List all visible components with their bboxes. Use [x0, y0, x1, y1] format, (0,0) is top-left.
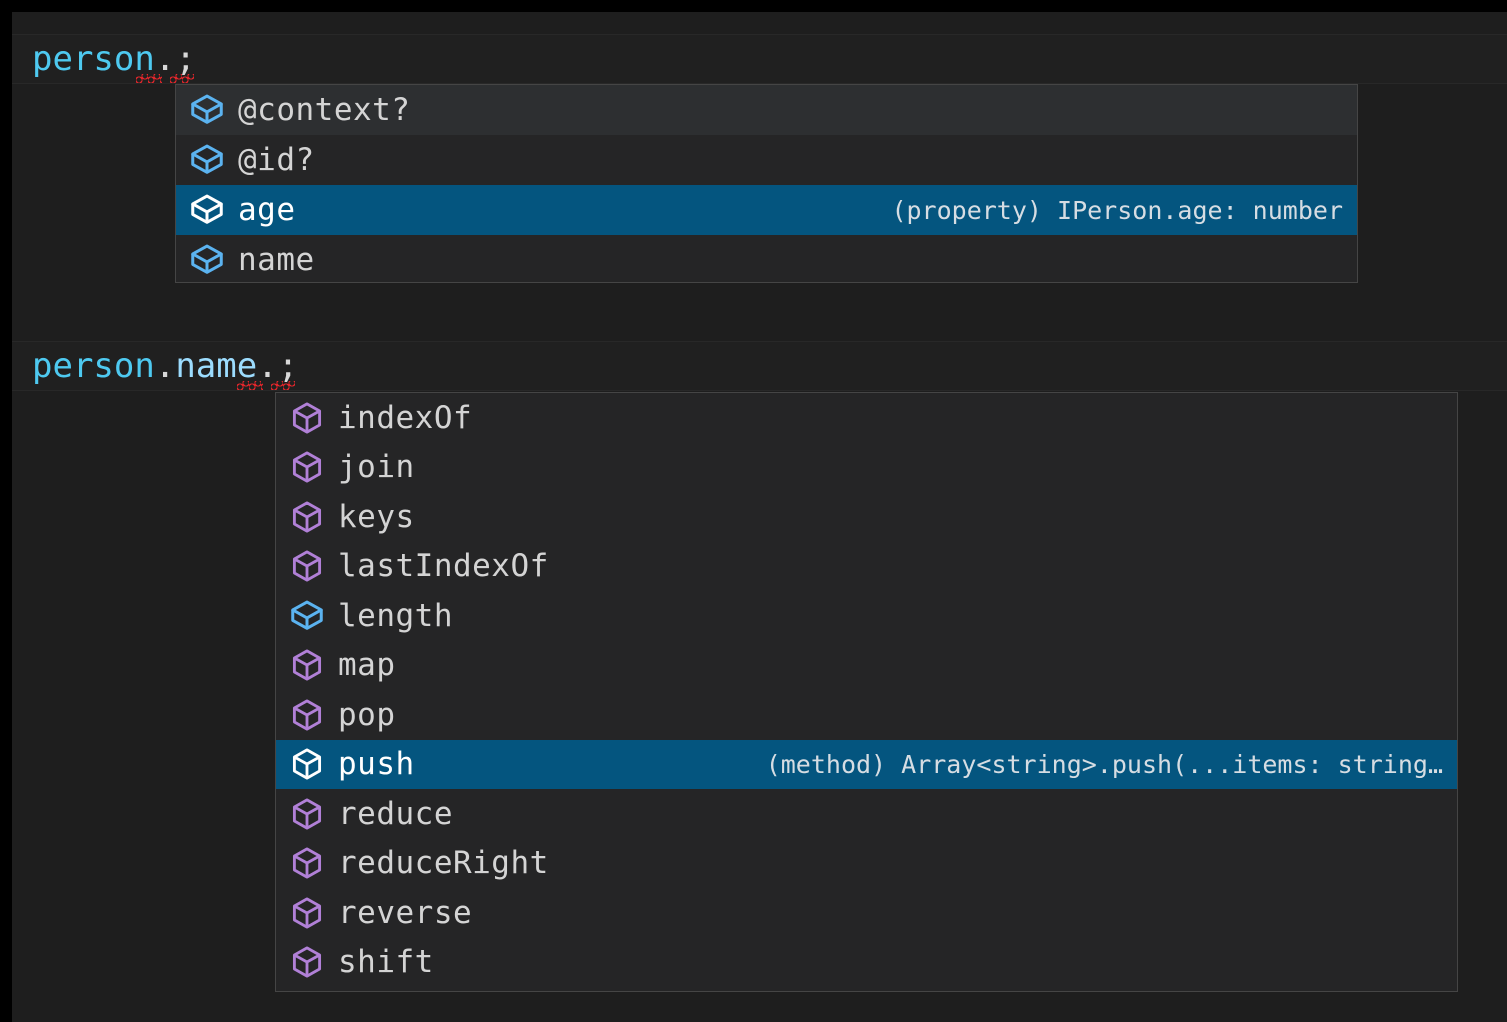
token-semicolon: ; — [277, 346, 299, 386]
token-dot-2: . — [257, 346, 278, 386]
suggestion-item-indexof[interactable]: indexOf — [276, 393, 1457, 443]
suggestion-item-length[interactable]: length — [276, 591, 1457, 641]
suggestion-detail-signature: (property) IPerson.age: number — [891, 195, 1343, 225]
suggestion-label: reduceRight — [338, 845, 549, 882]
method-cube-icon — [286, 496, 328, 538]
code-editor-canvas[interactable]: person . ; @context? — [12, 12, 1507, 1022]
suggestion-detail-signature: (method) Array<string>.push(...items: st… — [765, 749, 1443, 779]
property-cube-icon — [186, 239, 228, 281]
error-squiggle-line2-dot — [237, 381, 263, 390]
suggestion-label: name — [238, 242, 315, 278]
suggestion-item-lastindexof[interactable]: lastIndexOf — [276, 542, 1457, 592]
suggestion-item-id[interactable]: @id? — [176, 135, 1357, 185]
method-cube-icon — [286, 694, 328, 736]
method-cube-icon — [286, 941, 328, 983]
suggestion-item-context[interactable]: @context? — [176, 85, 1357, 135]
property-cube-icon — [186, 189, 228, 231]
method-suggestion-list[interactable]: indexOf join keys — [275, 392, 1458, 992]
suggestion-label: push — [338, 746, 415, 783]
suggestion-item-pop[interactable]: pop — [276, 690, 1457, 740]
property-cube-icon — [186, 139, 228, 181]
suggestion-label: reverse — [338, 894, 473, 931]
method-cube-icon — [286, 793, 328, 835]
token-dot: . — [154, 39, 176, 79]
suggestion-label: @id? — [238, 142, 315, 178]
suggestion-label: length — [338, 597, 453, 634]
token-variable-person: person — [32, 346, 155, 386]
method-cube-icon — [286, 446, 328, 488]
suggestion-item-age[interactable]: age (property) IPerson.age: number — [176, 185, 1357, 235]
suggestion-label: join — [338, 449, 415, 486]
method-cube-icon — [286, 397, 328, 439]
suggestion-item-keys[interactable]: keys — [276, 492, 1457, 542]
method-cube-icon — [286, 743, 328, 785]
suggestion-label: reduce — [338, 795, 453, 832]
error-squiggle-line2-semicolon — [271, 381, 295, 390]
suggestion-item-map[interactable]: map — [276, 641, 1457, 691]
suggestion-item-shift[interactable]: shift — [276, 938, 1457, 988]
error-squiggle-line1-dot — [136, 74, 162, 83]
method-cube-icon — [286, 644, 328, 686]
suggestion-item-join[interactable]: join — [276, 443, 1457, 493]
suggestion-item-reduce[interactable]: reduce — [276, 789, 1457, 839]
code-line-person-dot[interactable]: person . ; — [12, 34, 1507, 84]
token-property-name: name — [175, 346, 258, 386]
suggestion-label: lastIndexOf — [338, 548, 549, 585]
suggestion-label: @context? — [238, 92, 411, 128]
suggestion-label: indexOf — [338, 399, 473, 436]
token-dot-1: . — [154, 346, 176, 386]
token-variable-person: person — [32, 39, 155, 79]
suggestion-item-push[interactable]: push (method) Array<string>.push(...item… — [276, 739, 1457, 789]
suggestion-label: map — [338, 647, 396, 684]
method-cube-icon — [286, 892, 328, 934]
suggestion-label: shift — [338, 944, 434, 981]
error-squiggle-line1-semicolon — [170, 74, 194, 83]
token-semicolon: ; — [175, 39, 196, 79]
suggestion-label: keys — [338, 498, 415, 535]
method-cube-icon — [286, 842, 328, 884]
suggestion-item-reduceright[interactable]: reduceRight — [276, 839, 1457, 889]
property-cube-icon — [186, 89, 228, 131]
property-cube-icon — [286, 595, 328, 637]
suggestion-label: pop — [338, 696, 396, 733]
property-suggestion-list[interactable]: @context? @id? — [175, 84, 1358, 283]
method-cube-icon — [286, 545, 328, 587]
suggestion-label: age — [238, 192, 296, 228]
suggestion-item-reverse[interactable]: reverse — [276, 888, 1457, 938]
suggestion-item-name[interactable]: name — [176, 235, 1357, 282]
